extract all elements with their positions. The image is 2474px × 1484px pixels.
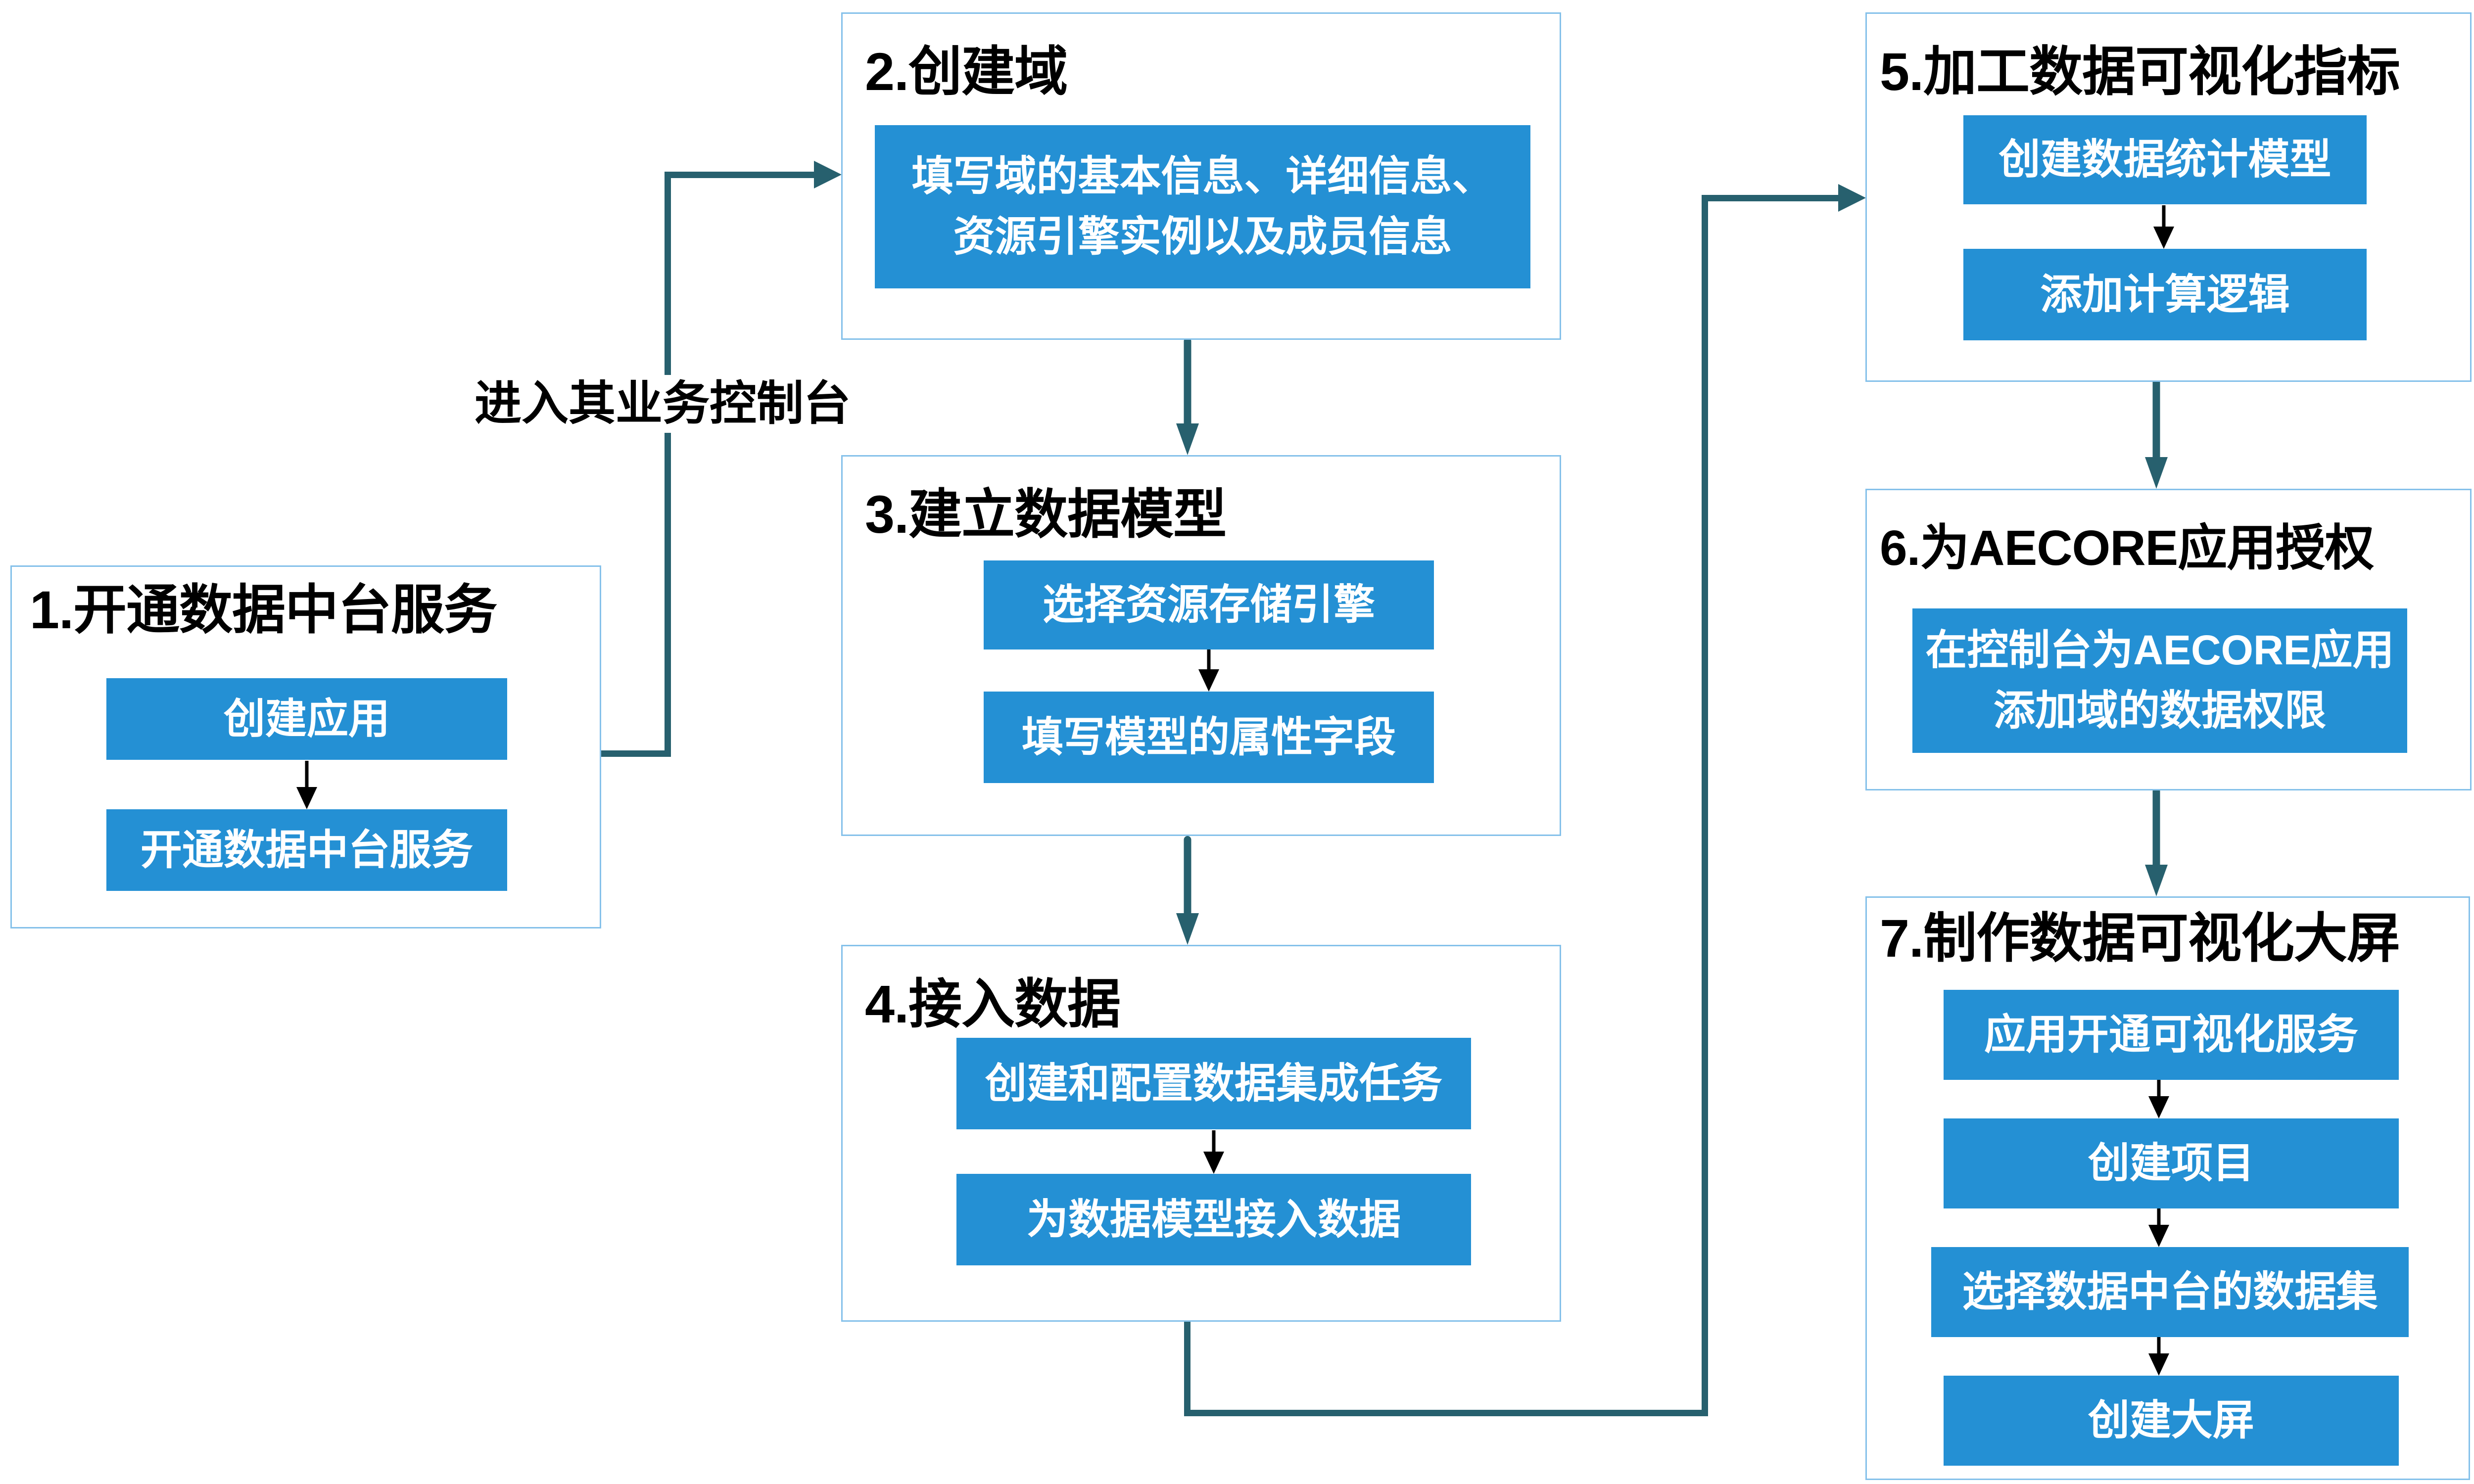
step-arrow xyxy=(2148,1337,2170,1376)
step-enable-visualization-service: 应用开通可视化服务 xyxy=(1944,990,2399,1080)
arrowhead-down-icon xyxy=(2153,227,2174,249)
flow-arrow-5-to-6 xyxy=(2145,378,2168,489)
flow-arrow-3-to-4 xyxy=(1176,836,1199,945)
arrow-stem xyxy=(2152,788,2160,867)
step-create-statistics-model: 创建数据统计模型 xyxy=(1963,115,2367,204)
arrow-stem xyxy=(2162,205,2166,228)
connector-1-to-2-segment xyxy=(665,172,816,178)
step-create-project: 创建项目 xyxy=(1944,1118,2399,1208)
step-label: 选择资源存储引擎 xyxy=(1042,581,1375,628)
arrowhead-down-icon xyxy=(1203,1152,1224,1174)
group-1-title: 1.开通数据中台服务 xyxy=(30,580,497,640)
group-6-box: 6.为AECORE应用授权 在控制台为AECORE应用 添加域的数据权限 xyxy=(1865,489,2472,790)
step-arrow xyxy=(2153,205,2175,249)
arrow-stem xyxy=(1212,1130,1216,1153)
step-label-line: 添加域的数据权限 xyxy=(1993,687,2326,734)
group-4-box: 4.接入数据 创建和配置数据集成任务 为数据模型接入数据 xyxy=(841,945,1561,1322)
flow-arrow-2-to-3 xyxy=(1176,337,1199,455)
arrowhead-down-icon xyxy=(1198,669,1219,692)
step-label-line: 资源引擎实例以及成员信息 xyxy=(953,213,1452,260)
connector-1-to-2-segment xyxy=(601,750,671,757)
step-arrow xyxy=(1198,649,1220,692)
connector-1-to-2-segment xyxy=(665,172,671,757)
arrow-stem xyxy=(2152,378,2160,459)
step-add-compute-logic: 添加计算逻辑 xyxy=(1963,249,2367,340)
step-label: 添加计算逻辑 xyxy=(2040,271,2290,318)
group-5-box: 5.加工数据可视化指标 创建数据统计模型 添加计算逻辑 xyxy=(1865,12,2472,382)
arrowhead-right-icon xyxy=(814,161,842,188)
step-arrow xyxy=(296,761,318,809)
group-2-title: 2.创建域 xyxy=(865,42,1068,101)
group-6-title: 6.为AECORE应用授权 xyxy=(1880,520,2374,576)
arrowhead-down-icon xyxy=(2148,1225,2169,1247)
group-2-box: 2.创建域 填写域的基本信息、详细信息、 资源引擎实例以及成员信息 xyxy=(841,12,1561,340)
arrow-stem xyxy=(2157,1080,2161,1097)
arrowhead-down-icon xyxy=(2145,457,2168,489)
connector-4-to-5-segment xyxy=(1184,1410,1708,1416)
group-5-title: 5.加工数据可视化指标 xyxy=(1880,42,2400,101)
arrowhead-down-icon xyxy=(2145,865,2168,896)
step-label: 创建应用 xyxy=(223,695,390,742)
flow-arrow-6-to-7 xyxy=(2145,788,2168,896)
step-create-integration-task: 创建和配置数据集成任务 xyxy=(956,1038,1471,1129)
step-select-dataset: 选择数据中台的数据集 xyxy=(1931,1247,2409,1337)
arrow-stem xyxy=(2157,1337,2161,1354)
arrow-stem xyxy=(1184,836,1191,915)
step-select-storage-engine: 选择资源存储引擎 xyxy=(984,560,1434,649)
arrow-stem xyxy=(1184,337,1191,425)
step-label: 创建大屏 xyxy=(2088,1397,2254,1444)
group-3-title: 3.建立数据模型 xyxy=(865,484,1227,544)
connector-4-to-5-segment xyxy=(1702,195,1838,201)
step-label: 开通数据中台服务 xyxy=(140,826,473,873)
step-label: 填写模型的属性字段 xyxy=(1021,713,1396,760)
arrowhead-down-icon xyxy=(1176,913,1199,945)
group-1-box: 1.开通数据中台服务 创建应用 开通数据中台服务 xyxy=(10,565,601,928)
group-7-title: 7.制作数据可视化大屏 xyxy=(1880,908,2400,968)
step-ingest-data-for-model: 为数据模型接入数据 xyxy=(956,1174,1471,1265)
step-label-line: 在控制台为AECORE应用 xyxy=(1925,627,2394,674)
step-label: 创建项目 xyxy=(2088,1140,2254,1187)
arrowhead-down-icon xyxy=(1176,423,1199,455)
step-enable-data-mid-end-service: 开通数据中台服务 xyxy=(106,809,507,891)
step-label: 为数据模型接入数据 xyxy=(1026,1196,1401,1243)
edge-label-enter-console: 进入其业务控制台 xyxy=(468,375,858,433)
arrowhead-down-icon xyxy=(2148,1353,2169,1376)
arrowhead-down-icon xyxy=(2148,1096,2169,1118)
step-label: 选择数据中台的数据集 xyxy=(1962,1268,2378,1315)
step-create-dashboard: 创建大屏 xyxy=(1944,1376,2399,1466)
step-arrow xyxy=(1203,1130,1225,1174)
arrow-stem xyxy=(305,761,309,788)
step-create-application: 创建应用 xyxy=(106,678,507,760)
arrowhead-down-icon xyxy=(296,787,317,809)
group-3-box: 3.建立数据模型 选择资源存储引擎 填写模型的属性字段 xyxy=(841,455,1561,836)
step-label-line: 填写域的基本信息、详细信息、 xyxy=(911,153,1494,200)
group-4-title: 4.接入数据 xyxy=(865,974,1121,1034)
group-7-box: 7.制作数据可视化大屏 应用开通可视化服务 创建项目 选择数据中台的数据集 创建… xyxy=(1865,896,2470,1480)
step-grant-domain-data-permission: 在控制台为AECORE应用 添加域的数据权限 xyxy=(1912,608,2407,753)
step-fill-domain-info: 填写域的基本信息、详细信息、 资源引擎实例以及成员信息 xyxy=(875,125,1530,288)
step-arrow xyxy=(2148,1208,2170,1247)
step-label: 应用开通可视化服务 xyxy=(1984,1011,2358,1058)
step-label: 创建和配置数据集成任务 xyxy=(985,1060,1442,1107)
arrow-stem xyxy=(2157,1208,2161,1226)
arrow-stem xyxy=(1207,649,1211,670)
step-arrow xyxy=(2148,1080,2170,1118)
connector-4-to-5-segment xyxy=(1702,195,1708,1416)
connector-4-to-5-segment xyxy=(1184,1322,1190,1416)
step-fill-model-fields: 填写模型的属性字段 xyxy=(984,692,1434,783)
step-label: 创建数据统计模型 xyxy=(1998,136,2331,183)
arrowhead-right-icon xyxy=(1838,184,1866,212)
